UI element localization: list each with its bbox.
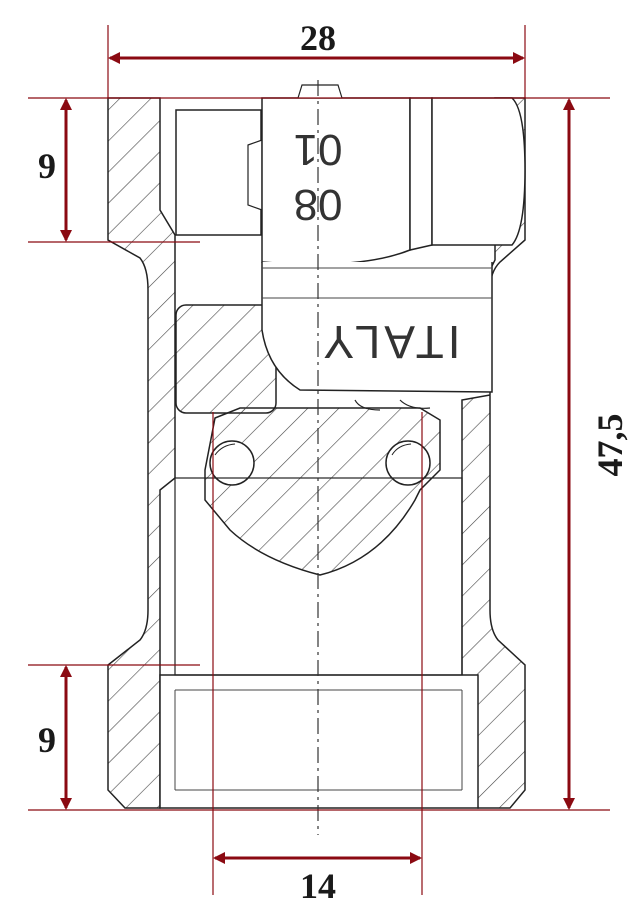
extension-lines [28, 25, 610, 895]
retaining-clip [175, 109, 277, 414]
o-ring-right [385, 440, 431, 486]
dim-label-top-section: 9 [38, 146, 56, 186]
inner-plug-section [204, 407, 441, 576]
country-marking: ITALY [320, 316, 461, 368]
hex-cap [261, 84, 526, 411]
dim-label-width: 28 [300, 18, 336, 58]
dim-label-bore: 14 [300, 866, 336, 906]
dim-label-bottom-section: 9 [38, 720, 56, 760]
body-right-wall [461, 97, 526, 809]
body-left-wall [107, 97, 176, 809]
dim-label-height: 47,5 [590, 414, 630, 477]
o-ring-left [209, 440, 255, 486]
